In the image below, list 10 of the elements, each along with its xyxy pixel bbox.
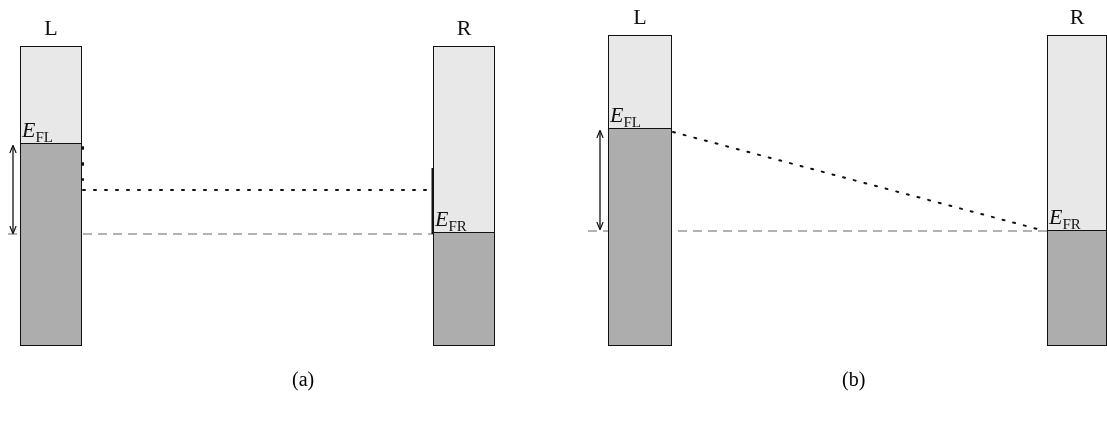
electrode-label: R xyxy=(455,14,473,42)
electrode-label: R xyxy=(1068,3,1086,31)
panel-label: (a) xyxy=(292,368,315,391)
electrode-label: L xyxy=(43,14,59,42)
fermi-level-label: E$_{FR}$ xyxy=(435,207,467,237)
panel-label: (b) xyxy=(842,368,866,391)
fermi-level-label: E$_{FL}$ xyxy=(610,103,641,133)
electrode-label: L xyxy=(632,3,648,31)
fermi-level-label: E$_{FL}$ xyxy=(22,118,53,148)
fermi-level-label: E$_{FR}$ xyxy=(1049,205,1081,235)
